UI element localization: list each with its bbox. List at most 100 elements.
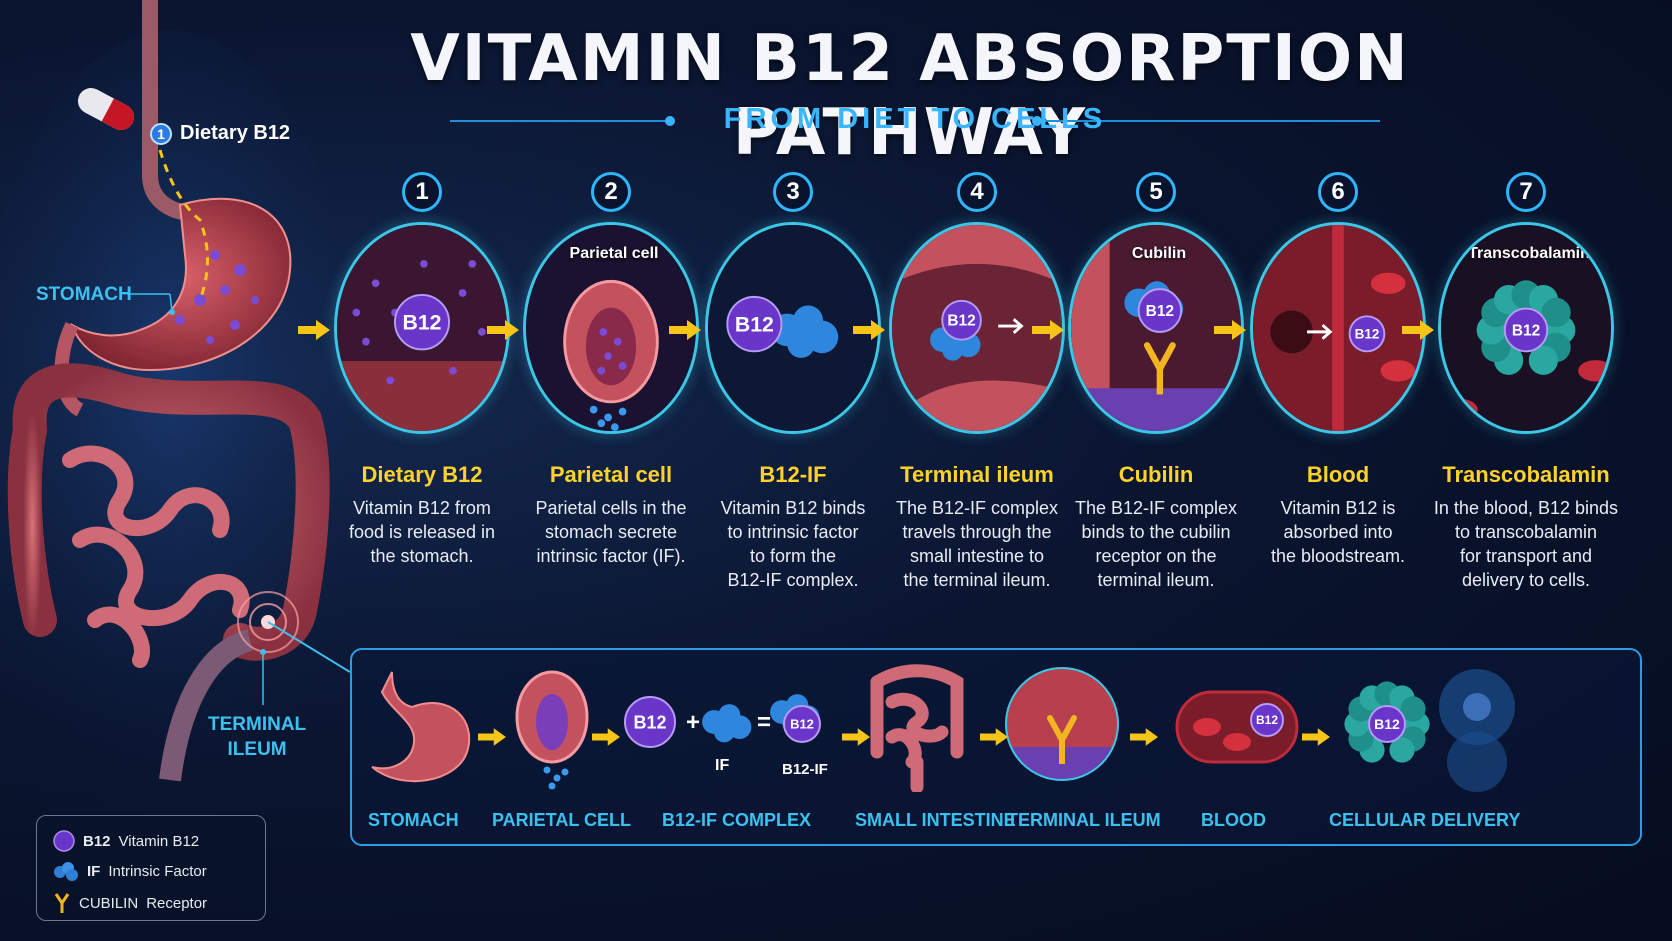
yellow-arrow-icon [1302, 728, 1330, 746]
b12-molecule-icon: B12 [1368, 705, 1406, 743]
yellow-arrow-icon [478, 728, 506, 746]
step-number: 6 [1318, 172, 1358, 212]
summary-label: CELLULAR DELIVERY [1329, 810, 1521, 830]
svg-text:B12: B12 [1374, 716, 1400, 732]
intrinsic-factor-icon [702, 704, 752, 743]
legend-row-if: IF Intrinsic Factor [53, 861, 207, 881]
step-number: 5 [1136, 172, 1176, 212]
b12-molecule-icon: B12 [783, 705, 821, 743]
description-line: The B12-IF complex [1074, 498, 1238, 518]
description-line: terminal ileum. [1097, 570, 1215, 590]
step-title: Terminal ileum [900, 462, 1054, 487]
step-caption: Parietal cell [569, 245, 659, 262]
yellow-arrow-icon [669, 320, 701, 340]
intrinsic-factor-icon [54, 862, 78, 881]
summary-label: TERMINAL ILEUM [1007, 810, 1161, 830]
subtitle-divider-left [450, 120, 665, 122]
description-line: stomach secrete [544, 522, 678, 542]
step-illustration: Parietal cell [523, 222, 699, 434]
b12-molecule-icon: B12 [726, 295, 783, 353]
legend-row-b12: B12 Vitamin B12 [53, 830, 199, 852]
step-title: Cubilin [1118, 462, 1194, 487]
subtitle-divider-right [1040, 120, 1380, 122]
legend-text: Intrinsic Factor [108, 862, 207, 880]
summary-label: BLOOD [1201, 810, 1266, 830]
legend-row-cubilin: CUBILIN Receptor [53, 892, 207, 914]
page-subtitle: FROM DIET TO CELLS [723, 103, 1107, 135]
summary-illustration [352, 662, 472, 797]
terminal-ileum-label: TERMINAL ILEUM [208, 712, 306, 762]
description-line: Parietal cells in the [535, 498, 687, 518]
step-title: Transcobalamin [1442, 462, 1610, 487]
step-number: 4 [957, 172, 997, 212]
b12-molecule-icon [53, 830, 75, 852]
summary-illustration: B12 [1327, 662, 1527, 797]
description-line: to intrinsic factor [727, 522, 859, 542]
yellow-arrow-icon [1214, 320, 1246, 340]
svg-text:B12: B12 [735, 313, 774, 337]
if-label: IF [715, 757, 729, 774]
legend-key: CUBILIN [79, 894, 139, 912]
dietary-b12-marker: 1 Dietary B12 [150, 122, 290, 145]
step-illustration: B12 [705, 222, 881, 434]
yellow-arrow-icon [853, 320, 885, 340]
summary-illustration: B12 [1167, 662, 1317, 797]
svg-text:B12: B12 [1355, 327, 1380, 342]
cubilin-receptor-icon [1047, 715, 1077, 764]
description-line: food is released in [348, 522, 496, 542]
description-line: In the blood, B12 binds [1433, 498, 1619, 518]
yellow-arrow-icon [1402, 320, 1434, 340]
description-line: intrinsic factor (IF). [536, 546, 686, 566]
intrinsic-factor-icon [770, 305, 839, 358]
description-line: the terminal ileum. [903, 570, 1051, 590]
description-line: B12-IF complex. [727, 570, 859, 590]
description-line: to form the [749, 546, 837, 566]
complex-label: B12-IF [782, 761, 828, 778]
step-title: B12-IF [759, 462, 827, 487]
step-title: Dietary B12 [361, 462, 483, 487]
description-line: for transport and [1459, 546, 1593, 566]
yellow-arrow-icon [980, 728, 1008, 746]
stomach-label: STOMACH [36, 284, 132, 305]
description-line: travels through the [902, 522, 1052, 542]
terminal-ileum-label-line2: ILEUM [227, 739, 287, 760]
cubilin-receptor-icon [54, 893, 70, 913]
b12-molecule-icon: B12 [1348, 315, 1386, 353]
subtitle-dot-left [665, 116, 675, 126]
equals-sign: = [757, 709, 771, 736]
plus-sign: + [686, 709, 700, 736]
svg-text:B12: B12 [633, 712, 666, 732]
step-illustration: B12 [1250, 222, 1426, 434]
yellow-arrow-icon [1032, 320, 1064, 340]
summary-illustration [1002, 662, 1122, 797]
svg-text:B12: B12 [1256, 713, 1278, 727]
transcobalamin-icon [1476, 280, 1576, 375]
b12-molecule-icon: B12 [1137, 288, 1183, 333]
step-number: 3 [773, 172, 813, 212]
b12-molecule-icon: B12 [624, 696, 676, 748]
subtitle-row: FROM DIET TO CELLS [450, 103, 1380, 137]
description-line: the stomach. [370, 546, 474, 566]
yellow-arrow-icon [487, 320, 519, 340]
summary-label: SMALL INTESTINE [855, 810, 1016, 830]
yellow-arrow-icon [592, 728, 620, 746]
summary-illustration [507, 662, 597, 797]
description-line: The B12-IF complex [895, 498, 1059, 518]
description-line: absorbed into [1283, 522, 1393, 542]
description-line: receptor on the [1095, 546, 1217, 566]
step-caption: Cubilin [1131, 245, 1187, 262]
step-number: 7 [1506, 172, 1546, 212]
step-caption: Transcobalamin [1468, 245, 1590, 262]
legend-key: B12 [83, 832, 111, 850]
marker-label: Dietary B12 [180, 122, 291, 144]
step-description: Parietal cells in the stomach secrete intr… [511, 496, 711, 568]
terminal-ileum-label-line1: TERMINAL [208, 714, 307, 735]
description-line: delivery to cells. [1461, 570, 1591, 590]
step-illustration: B12 Cubilin [1068, 222, 1244, 434]
